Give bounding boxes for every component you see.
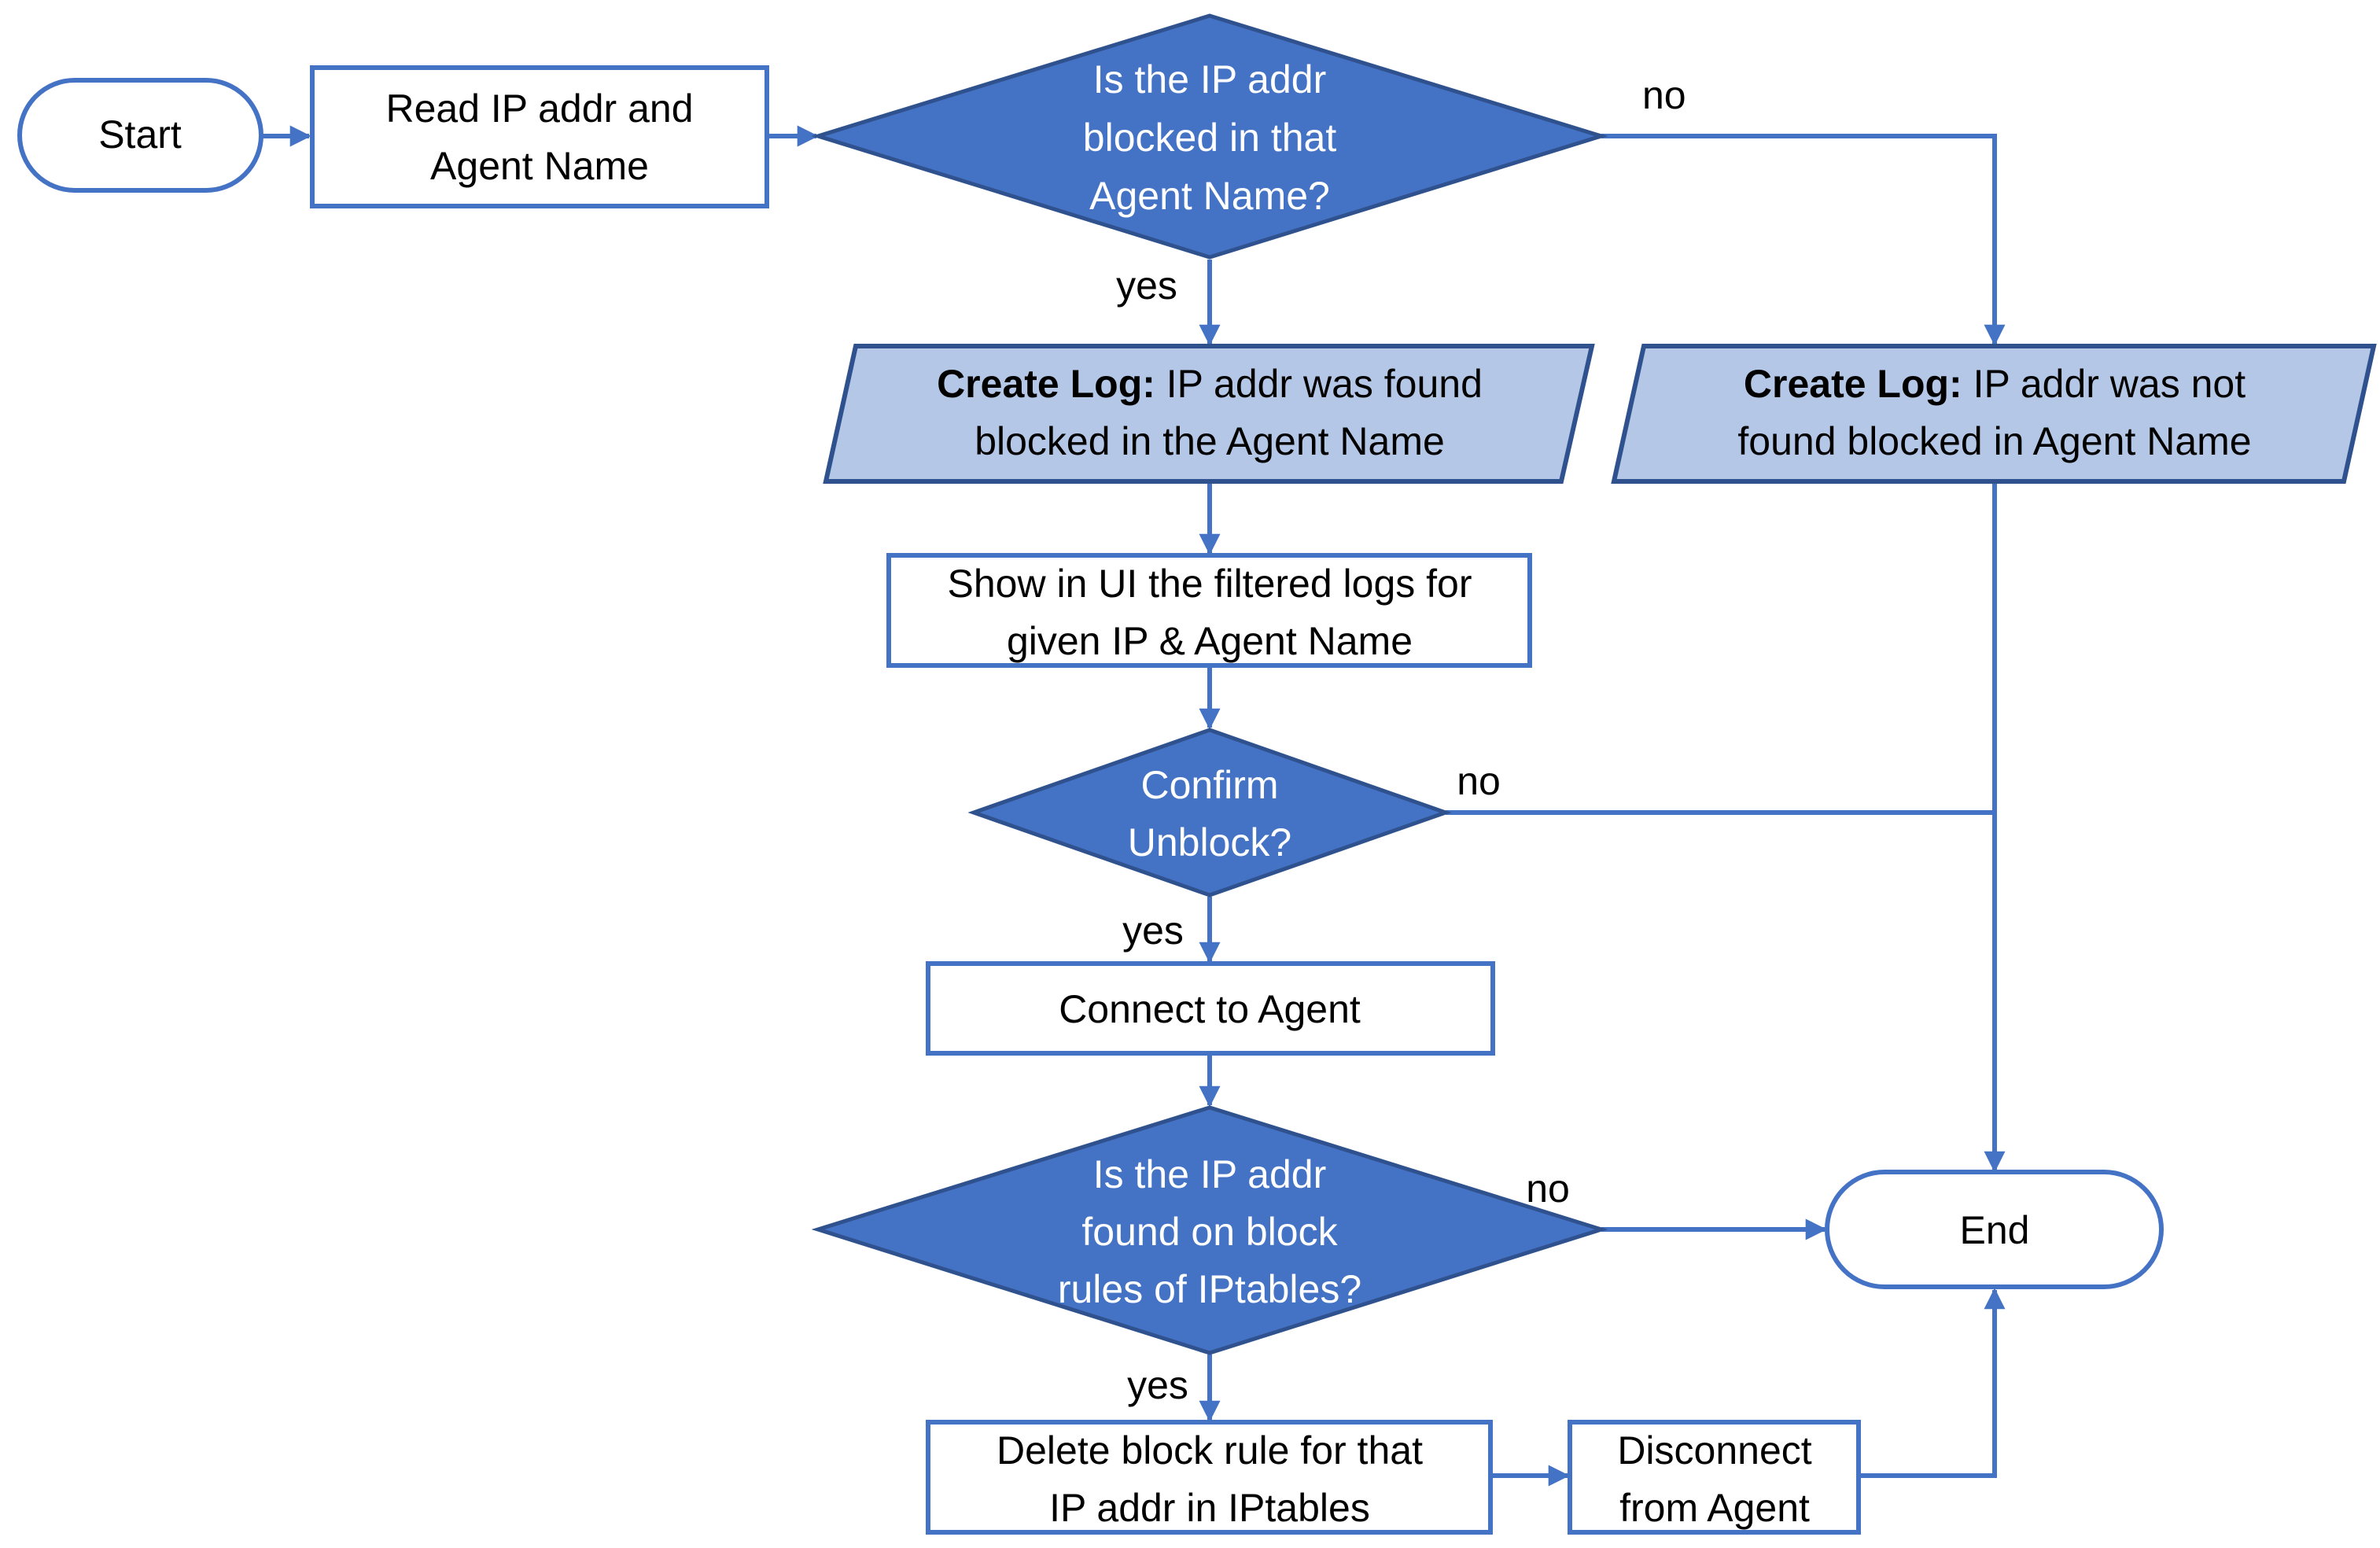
show-line1: Show in UI the filtered logs for	[948, 562, 1472, 606]
q1-line2: blocked in that	[1083, 116, 1337, 160]
node-log-not-found: Create Log: IP addr was not found blocke…	[1611, 344, 2377, 484]
log-found-bold: Create Log:	[937, 362, 1155, 406]
node-delete-rule: Delete block rule for that IP addr in IP…	[926, 1420, 1493, 1535]
read-label-line2: Agent Name	[430, 144, 649, 188]
label-q1-no: no	[1642, 73, 1686, 117]
edge-labels: no yes no yes no yes	[1116, 73, 1686, 1407]
delete-line1: Delete block rule for that	[997, 1428, 1423, 1472]
node-decision-blocked: Is the IP addr blocked in that Agent Nam…	[811, 13, 1608, 260]
node-log-found: Create Log: IP addr was found blocked in…	[823, 344, 1595, 484]
log-found-line2: blocked in the Agent Name	[974, 419, 1445, 463]
node-connect: Connect to Agent	[926, 961, 1495, 1056]
node-end: End	[1825, 1170, 2164, 1289]
disconnect-line2: from Agent	[1619, 1486, 1810, 1530]
start-label: Start	[98, 112, 182, 157]
label-q2-yes: yes	[1127, 1363, 1188, 1407]
label-q1-yes: yes	[1116, 264, 1177, 308]
confirm-line2: Unblock?	[1128, 820, 1291, 864]
connect-label: Connect to Agent	[1059, 987, 1361, 1031]
disconnect-line1: Disconnect	[1617, 1428, 1811, 1472]
log-found-line1: Create Log: IP addr was found	[937, 362, 1483, 406]
log-notfound-line1: Create Log: IP addr was not	[1744, 362, 2246, 406]
log-notfound-line2: found blocked in Agent Name	[1737, 419, 2251, 463]
node-show-logs: Show in UI the filtered logs for given I…	[886, 553, 1532, 668]
node-decision-confirm: Confirm Unblock?	[967, 728, 1452, 897]
confirm-line1: Confirm	[1140, 763, 1278, 807]
label-q2-no: no	[1526, 1167, 1570, 1211]
q1-line3: Agent Name?	[1089, 174, 1330, 218]
q2-line2: found on block	[1081, 1210, 1338, 1254]
q2-line1: Is the IP addr	[1093, 1152, 1326, 1196]
label-confirm-yes: yes	[1122, 909, 1184, 953]
q1-line1: Is the IP addr	[1093, 57, 1326, 101]
end-label: End	[1960, 1208, 2030, 1252]
connectors	[261, 125, 2006, 1487]
label-confirm-no: no	[1457, 759, 1501, 803]
log-notfound-text1: IP addr was not	[1962, 362, 2246, 406]
q2-line3: rules of IPtables?	[1058, 1267, 1361, 1311]
node-disconnect: Disconnect from Agent	[1568, 1420, 1861, 1535]
log-found-text1: IP addr was found	[1155, 362, 1483, 406]
edge-q1-no	[1601, 134, 2006, 346]
log-notfound-bold: Create Log:	[1744, 362, 1962, 406]
show-line2: given IP & Agent Name	[1007, 619, 1413, 663]
node-decision-iptables: Is the IP addr found on block rules of I…	[811, 1105, 1608, 1355]
delete-line2: IP addr in IPtables	[1049, 1486, 1370, 1530]
node-read-input: Read IP addr and Agent Name	[310, 65, 769, 208]
edge-disconnect-to-end	[1859, 1288, 2006, 1478]
read-label-line1: Read IP addr and	[385, 87, 693, 131]
node-start: Start	[17, 78, 263, 193]
